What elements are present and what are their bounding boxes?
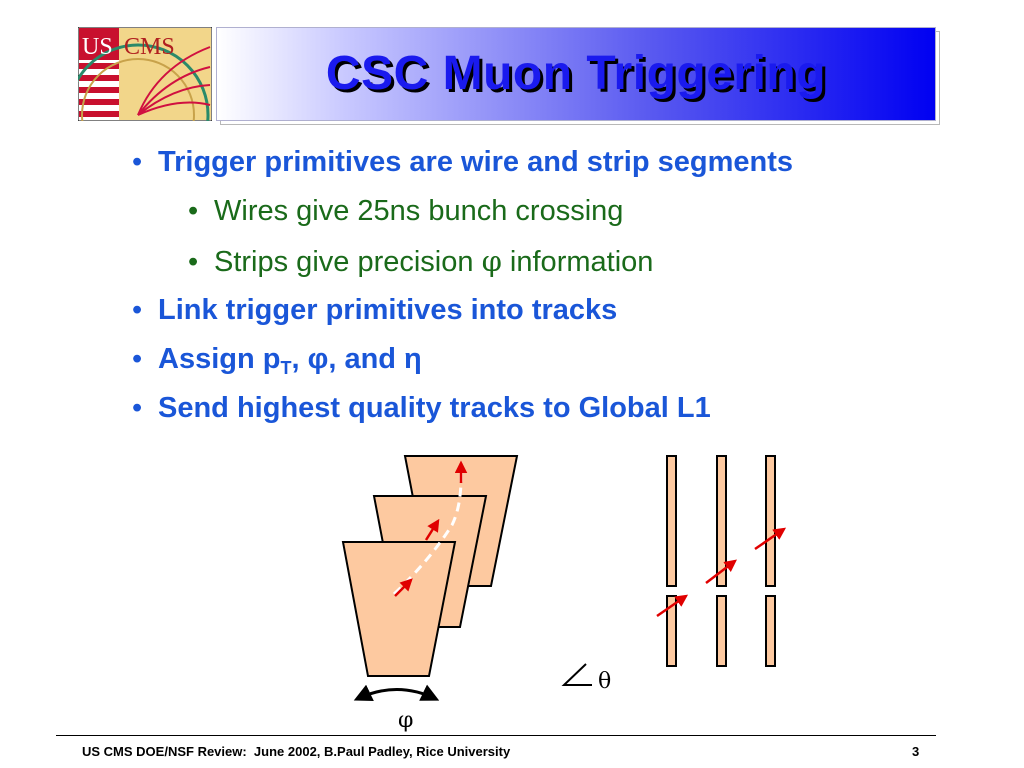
subscript-t: T bbox=[280, 358, 292, 378]
theta-label: θ bbox=[598, 669, 611, 694]
title-bar: CSC Muon Triggering bbox=[216, 27, 936, 121]
phi-arrow bbox=[353, 684, 440, 701]
phi-symbol: φ bbox=[481, 244, 502, 278]
strip-upper-1 bbox=[666, 455, 677, 587]
bullet-glyph: • bbox=[132, 294, 143, 326]
bullet-glyph: • bbox=[132, 146, 143, 178]
slide-title: CSC Muon Triggering bbox=[325, 47, 827, 100]
side-track-segment-1 bbox=[656, 594, 689, 618]
sub-bullet-item: • Wires give 25ns bunch crossing bbox=[188, 195, 623, 228]
sub-bullet-text: Wires give 25ns bunch crossing bbox=[214, 195, 624, 227]
sub-bullet-text-after: information bbox=[501, 246, 654, 278]
strip-lower-1 bbox=[666, 595, 677, 667]
bullet-glyph: • bbox=[188, 195, 199, 227]
chamber-front bbox=[341, 541, 457, 677]
phi-label: φ bbox=[398, 708, 413, 733]
footer-text: US CMS DOE/NSF Review: June 2002, B.Paul… bbox=[82, 744, 511, 759]
bullet-item: • Send highest quality tracks to Global L… bbox=[132, 392, 711, 425]
bullet-glyph: • bbox=[188, 246, 199, 278]
footer-divider bbox=[56, 735, 936, 736]
bullet-item: • Assign pT, φ, and η bbox=[132, 343, 422, 379]
strip-upper-3 bbox=[765, 455, 776, 587]
track-dashed bbox=[392, 469, 463, 596]
theta-angle-icon bbox=[561, 663, 592, 686]
bullet-text-after: , φ, and η bbox=[291, 343, 422, 375]
strip-upper-2 bbox=[716, 455, 727, 587]
bullet-text: Link trigger primitives into tracks bbox=[158, 294, 618, 326]
logo-us-text: US bbox=[82, 34, 113, 60]
sub-bullet-item: • Strips give precision φ information bbox=[188, 244, 653, 279]
page-number: 3 bbox=[912, 744, 920, 759]
strip-lower-3 bbox=[765, 595, 776, 667]
bullet-glyph: • bbox=[132, 343, 143, 375]
bullet-text: Trigger primitives are wire and strip se… bbox=[158, 146, 793, 178]
strip-lower-2 bbox=[716, 595, 727, 667]
bullet-item: • Link trigger primitives into tracks bbox=[132, 294, 617, 327]
us-cms-logo: US CMS bbox=[66, 26, 213, 187]
bullet-item: • Trigger primitives are wire and strip s… bbox=[132, 146, 793, 179]
sub-bullet-text: Strips give precision bbox=[214, 246, 482, 278]
bullet-glyph: • bbox=[132, 392, 143, 424]
track-segment-middle bbox=[424, 518, 440, 541]
bullet-text: Send highest quality tracks to Global L1 bbox=[158, 392, 711, 424]
side-track-segment-3 bbox=[754, 527, 787, 551]
track-segment-front bbox=[394, 578, 413, 597]
bullet-text: Assign p bbox=[158, 343, 281, 375]
logo-cms-text: CMS bbox=[124, 34, 175, 60]
side-track-segment-2 bbox=[705, 559, 737, 584]
